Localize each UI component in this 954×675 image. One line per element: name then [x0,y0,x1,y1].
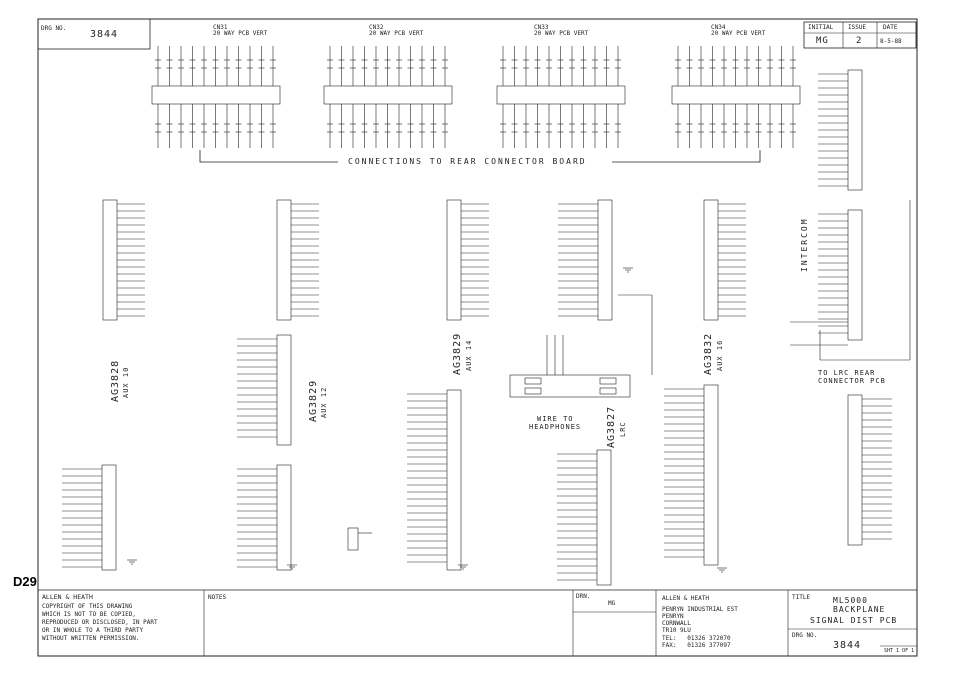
aux12-lower-connector [276,464,292,571]
address-7: FAX: 01326 377097 [662,642,731,649]
header-issue: 2 [856,36,863,46]
board-ag3829-sub: AUX 12 [320,386,328,418]
top-connector-4 [671,85,801,105]
copyright-3: REPRODUCED OR DISCLOSED, IN PART [42,619,158,626]
drg-label-bottom: DRG NO. [792,632,818,639]
board-ag3829b-code: AG3829 [452,332,463,375]
title-line-1: ML5000 [833,596,868,605]
resistor [524,377,542,385]
headphone-label-2: HEADPHONES [529,423,582,431]
cn31-spec: 20 WAY PCB VERT [213,30,268,37]
lrc-label-1: TO LRC REAR [818,369,876,377]
header-date-label: DATE [883,24,898,31]
page-label: D29 [13,574,37,589]
drg-no-value: 3844 [90,29,119,40]
lrc-connector [596,449,612,586]
cn33-spec: 20 WAY PCB VERT [534,30,589,37]
drg-no-label: DRG NO. [41,25,67,32]
cn28-connector [446,199,462,321]
board-ag3828-code: AG3828 [110,359,121,402]
cn29-connector [703,199,719,321]
address-6: TEL: 01326 372070 [662,635,731,642]
company-name: ALLEN & HEATH [42,593,93,601]
header-initial-label: INITIAL [808,24,834,31]
cn27-connector [597,199,613,321]
intercom-connector-b [847,209,863,341]
cn33-id: CN33 [534,24,549,31]
board-ag3828-sub: AUX 10 [122,366,130,398]
header-date: 8-5-88 [880,38,902,45]
resistor [599,387,617,395]
top-connector-1 [151,85,281,105]
board-ag3827-sub: LRC [619,421,627,437]
board-ag3827-code: AG3827 [606,405,617,448]
intercom-jumper [347,527,359,551]
cn34-spec: 20 WAY PCB VERT [711,30,766,37]
cn31-id: CN31 [213,24,228,31]
cn34-id: CN34 [711,24,726,31]
address-2: PENRYN INDUSTRIAL EST [662,606,738,613]
address-1: ALLEN & HEATH [662,595,709,602]
header-initial: MG [816,36,829,46]
board-ag3829-code: AG3829 [308,379,319,422]
board-ag3829b-sub: AUX 14 [465,339,473,371]
address-5: TR10 9LU [662,627,691,634]
copyright-5: WITHOUT WRITTEN PERMISSION. [42,635,140,642]
board-ag3832-sub: AUX 16 [716,339,724,371]
title-line-2: BACKPLANE [833,605,886,614]
drn-label: DRN. [576,593,591,600]
cn32-spec: 20 WAY PCB VERT [369,30,424,37]
cn25-connector [276,199,292,321]
resistor [524,387,542,395]
resistor [599,377,617,385]
cn26-connector [102,199,118,321]
header-issue-label: ISSUE [848,24,867,31]
copyright-1: COPYRIGHT OF THIS DRAWING [42,603,133,610]
notes-label: NOTES [208,594,227,601]
rear-connector-caption: CONNECTIONS TO REAR CONNECTOR BOARD [348,157,587,166]
lrc-output-connector [847,394,863,546]
address-4: CORNWALL [662,620,691,627]
intercom-connector-a [847,69,863,191]
copyright-2: WHICH IS NOT TO BE COPIED, [42,611,136,618]
title-label: TITLE [792,594,811,601]
aux10-lower-connector [101,464,117,571]
top-connector-3 [496,85,626,105]
sheet-ref: SHT 1 OF 1 [884,648,915,654]
aux16-lower-connector [703,384,719,566]
headphone-label-1: WIRE TO [537,415,574,423]
aux14-lower-connector [446,389,462,571]
address-3: PENRYN [662,613,684,620]
intercom-label: INTERCOM [800,217,809,272]
board-ag3832-code: AG3832 [703,332,714,375]
lrc-label-2: CONNECTOR PCB [818,377,886,385]
copyright-4: OR IN WHOLE TO A THIRD PARTY [42,627,144,634]
headphone-wiring-box [509,374,631,398]
title-line-3: SIGNAL DIST PCB [810,616,898,625]
cn32-id: CN32 [369,24,384,31]
top-connector-2 [323,85,453,105]
aux12-connector [276,334,292,446]
drn-value: MG [608,600,616,607]
drg-value-bottom: 3844 [833,640,862,651]
